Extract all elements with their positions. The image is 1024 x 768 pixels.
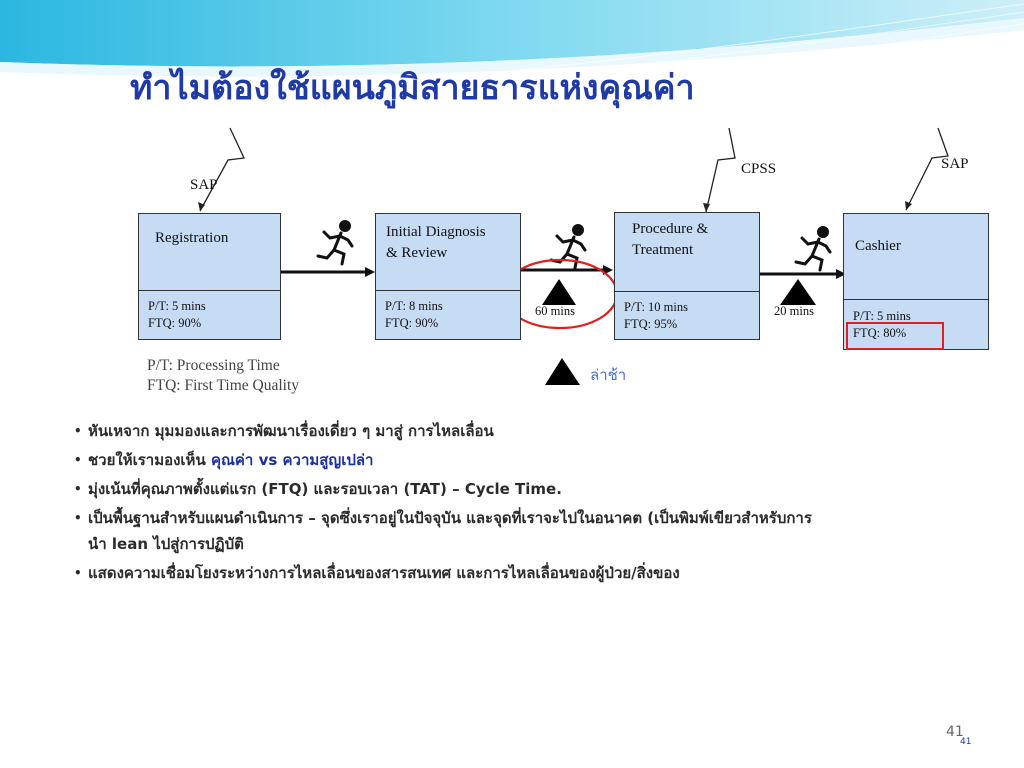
bullet-dot-icon: • [74, 511, 82, 525]
highlight-box-cashier-ftq [846, 322, 944, 350]
bullet-item: • ชวยให้เรามองเห็น คุณค่า vs ความสูญเปล่… [74, 447, 964, 473]
system-label-cpss: CPSS [741, 161, 777, 177]
lightning-icon-cpss [705, 127, 736, 213]
bullet-dot-icon: • [74, 482, 82, 496]
running-person-icon-1 [316, 220, 354, 266]
process-name: Registration [155, 230, 229, 246]
legend-delay: ล่าช้า [590, 366, 627, 384]
bullet-dot-icon: • [74, 453, 82, 467]
bullet-item: • หันเหจาก มุมมองและการพัฒนาเรื่องเดี่ยว… [74, 418, 964, 444]
lightning-icon-sap-left [199, 127, 245, 212]
process-pt: P/T: 5 mins [853, 309, 911, 323]
value-stream-diagram [198, 127, 949, 385]
arrow-head-1 [365, 267, 375, 277]
process-ftq: FTQ: 95% [624, 317, 678, 331]
process-box-registration: Registration P/T: 5 mins FTQ: 90% [138, 213, 281, 340]
arrow-head-3 [836, 269, 846, 279]
bullet-dot-icon: • [74, 566, 82, 580]
process-name: Procedure & Treatment [632, 221, 709, 258]
process-box-cashier: Cashier P/T: 5 mins FTQ: 80% [843, 213, 989, 350]
header-swoosh [0, 0, 1024, 81]
process-ftq: FTQ: 90% [385, 316, 439, 330]
process-name: Initial Diagnosis & Review [386, 224, 486, 261]
process-box-initial-diagnosis: Initial Diagnosis & Review P/T: 8 mins F… [375, 213, 521, 340]
process-name: Cashier [855, 238, 901, 254]
page-number-small: 41 [960, 737, 972, 747]
system-label-sap-right: SAP [941, 156, 969, 172]
bullet-dot-icon: • [74, 424, 82, 438]
delay-legend-triangle-icon [545, 358, 580, 385]
process-ftq: FTQ: 90% [148, 316, 202, 330]
running-person-icon-3 [794, 226, 832, 272]
bullet-list: • หันเหจาก มุมมองและการพัฒนาเรื่องเดี่ยว… [74, 418, 964, 589]
bullet-item: • มุ่งเน้นที่คุณภาพตั้งแต่แรก (FTQ) และร… [74, 476, 964, 502]
lightning-icon-sap-right [905, 127, 949, 211]
page-number: 41 [946, 724, 964, 740]
page-title: ทำไมต้องใช้แผนภูมิสายธารแห่งคุณค่า [130, 68, 695, 108]
wait-time-2: 20 mins [774, 304, 814, 318]
process-ftq: FTQ: 80% [853, 326, 907, 340]
bullet-item: • เป็นพื้นฐานสำหรับแผนดำเนินการ – จุดซึ่… [74, 505, 964, 557]
legend-first-time-quality: FTQ: First Time Quality [147, 377, 300, 394]
legend-processing-time: P/T: Processing Time [147, 357, 280, 374]
highlight-text: คุณค่า vs ความสูญเปล่า [210, 451, 374, 469]
process-box-procedure-treatment: Procedure & Treatment P/T: 10 mins FTQ: … [614, 212, 760, 340]
wait-time-1: 60 mins [535, 304, 575, 318]
wait-triangle-icon-2 [780, 279, 816, 305]
wait-triangle-icon-1 [542, 279, 576, 305]
process-pt: P/T: 8 mins [385, 299, 443, 313]
system-label-sap-left: SAP [190, 177, 218, 193]
bullet-item: • แสดงความเชื่อมโยงระหว่างการไหลเลื่อนขอ… [74, 560, 964, 586]
process-pt: P/T: 10 mins [624, 300, 688, 314]
process-pt: P/T: 5 mins [148, 299, 206, 313]
